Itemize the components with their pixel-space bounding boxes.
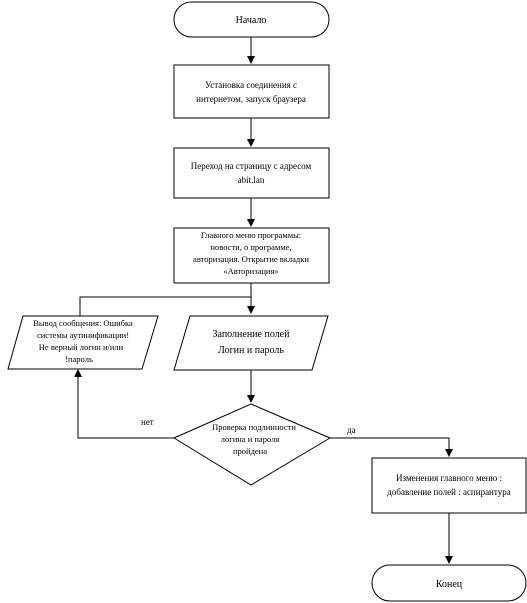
- start-label: Начало: [236, 15, 267, 26]
- edge-check-yes: [330, 437, 453, 457]
- connect-line-1: Установка соединения с: [205, 80, 297, 90]
- error-line-4: !пароль: [65, 354, 93, 364]
- error-message-output: Вывод сообщения: Ошибка системы аутинифи…: [7, 315, 159, 370]
- check-decision: Проверка подлинности логина и пароля про…: [172, 403, 332, 486]
- connect-line-2: интернетом, запуск браузера: [196, 94, 306, 104]
- end-terminator: Конец: [371, 564, 527, 602]
- fill-fields-input: Заполнение полей Логин и пароль: [173, 315, 329, 371]
- main-menu-line-4: «Авторизация»: [223, 266, 278, 276]
- error-line-2: системы аутинификации!: [37, 330, 129, 340]
- end-label: Конец: [436, 579, 463, 590]
- main-menu-line-3: авторизация. Открытие вкладки: [193, 254, 309, 264]
- menu-change-line-2: добавление полей : аспирантура: [387, 487, 510, 497]
- edge-error-loop: [79, 296, 251, 316]
- error-line-3: Не верный логин и/или: [39, 342, 124, 352]
- error-line-1: Вывод сообщения: Ошибка: [33, 318, 133, 328]
- menu-change-process: Изменения главного меню : добавление пол…: [371, 457, 527, 514]
- edge-label-yes: да: [347, 425, 356, 435]
- connectors: [74, 37, 453, 564]
- edge-check-no: [74, 369, 174, 439]
- menu-change-line-1: Изменения главного меню :: [396, 473, 502, 483]
- navigate-line-2: abit.lan: [238, 175, 265, 185]
- navigate-line-1: Переход на страницу с адресом: [191, 161, 312, 171]
- main-menu-line-2: новости, о программе,: [210, 242, 291, 252]
- connect-process: Установка соединения с интернетом, запус…: [173, 64, 330, 119]
- fill-fields-line-2: Логин и пароль: [218, 345, 284, 356]
- check-line-2: логина и пароля: [221, 434, 280, 444]
- navigate-process: Переход на страницу с адресом abit.lan: [173, 147, 330, 199]
- main-menu-line-1: Главного меню программы:: [201, 230, 301, 240]
- edge-label-no: нет: [141, 417, 154, 427]
- check-line-1: Проверка подлинности: [212, 422, 296, 432]
- fill-fields-line-1: Заполнение полей: [213, 329, 291, 340]
- check-line-3: пройдена: [233, 446, 267, 456]
- start-terminator: Начало: [173, 1, 330, 38]
- main-menu-process: Главного меню программы: новости, о прог…: [173, 227, 330, 284]
